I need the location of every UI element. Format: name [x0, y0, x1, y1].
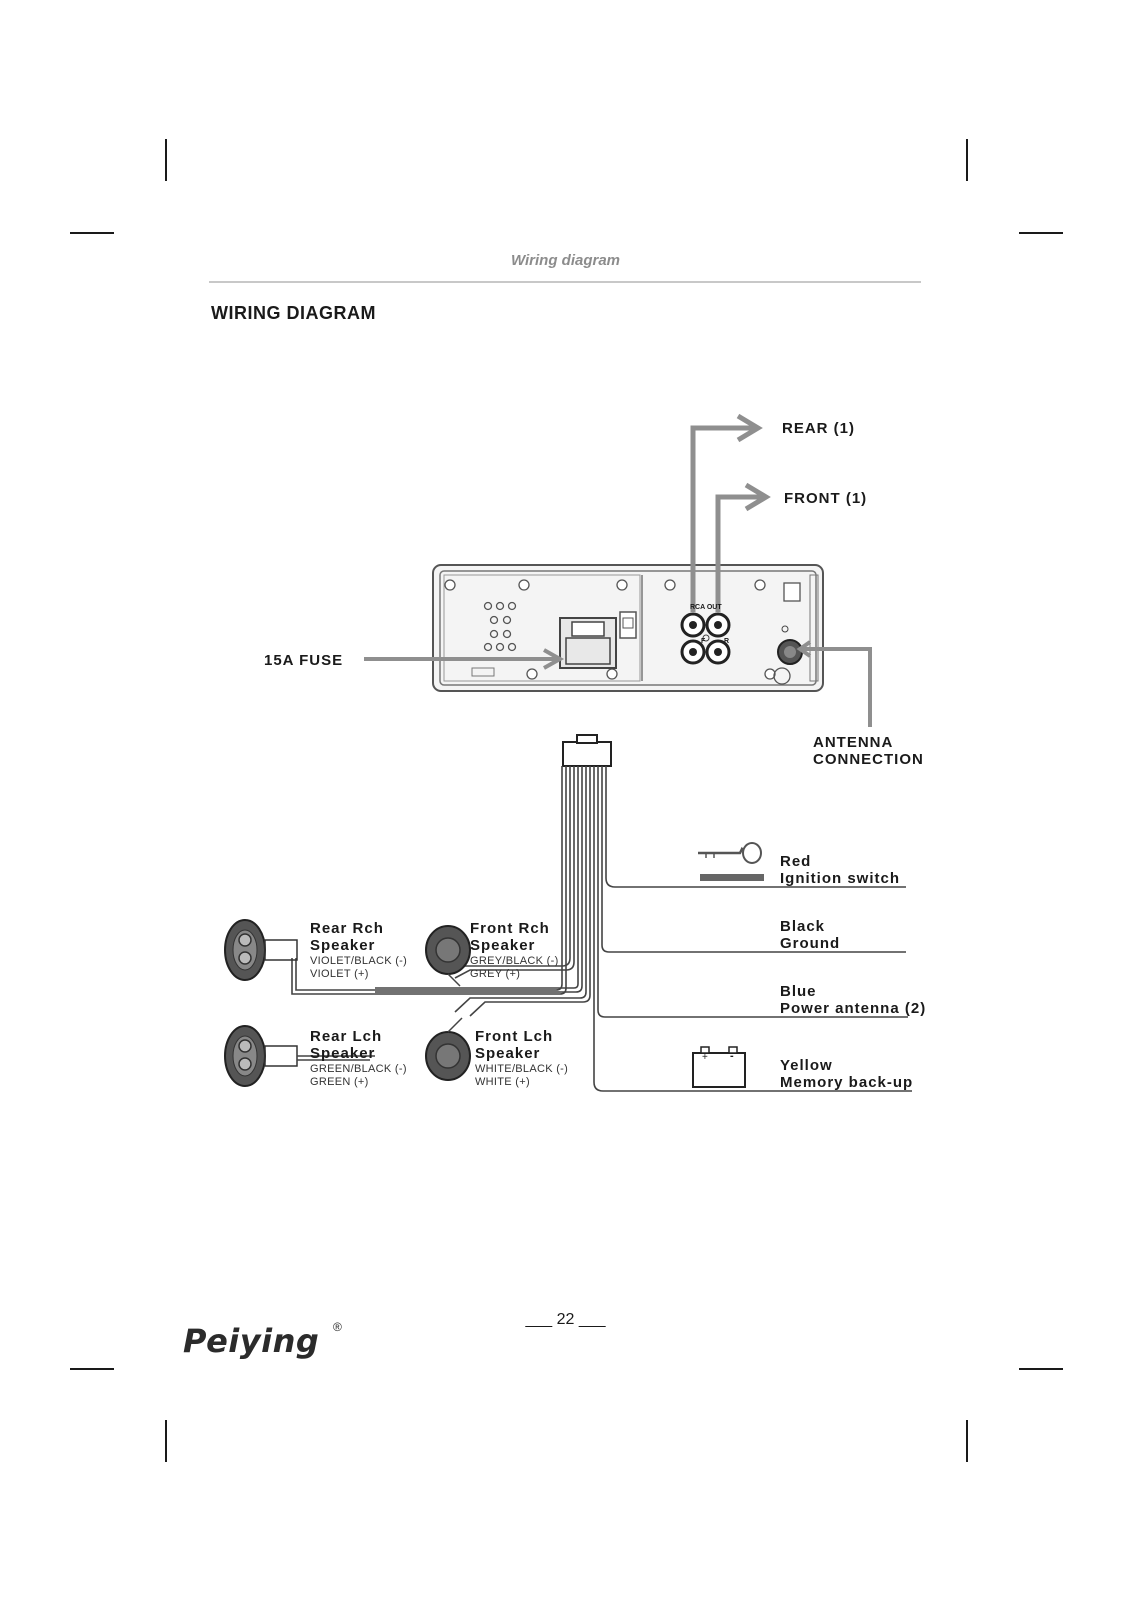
- front-rch-title-1: Front Rch: [470, 920, 550, 937]
- rear-out-label: REAR (1): [782, 420, 856, 437]
- rear-lch-title-2: Speaker: [310, 1045, 376, 1062]
- battery-icon: [692, 1046, 746, 1088]
- front-lch-neg: WHITE/BLACK (-): [475, 1063, 569, 1075]
- head-unit-back-panel: [432, 564, 824, 692]
- wire-red-function: Ignition switch: [780, 870, 900, 887]
- rca-front-label: F: [701, 638, 706, 645]
- crop-mark: [966, 1420, 968, 1462]
- ignition-key-icon: [698, 842, 764, 881]
- page-number: ___ 22 ___: [525, 1311, 606, 1328]
- antenna-label-line1: ANTENNA: [813, 734, 894, 751]
- front-lch-title-2: Speaker: [475, 1045, 541, 1062]
- rca-jacks: [680, 612, 731, 665]
- page-title: WIRING DIAGRAM: [211, 303, 376, 323]
- rear-rch-speaker-icon: [224, 919, 298, 981]
- rear-rch-title-2: Speaker: [310, 937, 376, 954]
- crop-mark: [165, 139, 167, 181]
- crop-mark: [1019, 1368, 1063, 1370]
- rear-lch-speaker-icon: [224, 1025, 375, 1087]
- crop-mark: [165, 1420, 167, 1462]
- wire-yellow-color: Yellow: [780, 1057, 833, 1074]
- rear-rch-title-1: Rear Rch: [310, 920, 384, 937]
- header-divider: [209, 281, 921, 283]
- front-out-label: FRONT (1): [784, 490, 868, 507]
- wire-blue-color: Blue: [780, 983, 817, 1000]
- rear-lch-pos: GREEN (+): [310, 1076, 369, 1088]
- wire-red-color: Red: [780, 853, 812, 870]
- crop-mark: [966, 139, 968, 181]
- wire-black-function: Ground: [780, 935, 841, 952]
- antenna-label-line2: CONNECTION: [813, 751, 924, 768]
- fuse-socket: [559, 617, 617, 669]
- iso-connector: [562, 734, 612, 767]
- fuse-arrow: [364, 648, 565, 670]
- fuse-label: 15A FUSE: [264, 652, 344, 669]
- wire-blue-function: Power antenna (2): [780, 1000, 927, 1017]
- front-lch-title-1: Front Lch: [475, 1028, 554, 1045]
- crop-mark: [70, 232, 114, 234]
- section-header: Wiring diagram: [510, 252, 621, 269]
- brand-logo: Peiying: [183, 1322, 320, 1360]
- front-rch-speaker-icon: [425, 925, 471, 987]
- rear-lch-neg: GREEN/BLACK (-): [310, 1063, 407, 1075]
- crop-mark: [70, 1368, 114, 1370]
- battery-plus: +: [702, 1052, 708, 1063]
- rear-rch-pos: VIOLET (+): [310, 968, 369, 980]
- registered-mark: ®: [333, 1320, 342, 1334]
- antenna-leader: [800, 647, 872, 727]
- front-rch-pos: GREY (+): [470, 968, 521, 980]
- rca-out-label: RCA OUT: [690, 604, 722, 611]
- rca-rear-label: R: [724, 638, 730, 645]
- rear-rch-neg: VIOLET/BLACK (-): [310, 955, 408, 967]
- front-lch-speaker-icon: [425, 1017, 471, 1081]
- wire-yellow-function: Memory back-up: [780, 1074, 914, 1091]
- crop-mark: [1019, 232, 1063, 234]
- front-rch-title-2: Speaker: [470, 937, 536, 954]
- wire-black-color: Black: [780, 918, 826, 935]
- battery-minus: -: [730, 1050, 734, 1062]
- wire-harness: [291, 766, 912, 1092]
- rear-lch-title-1: Rear Lch: [310, 1028, 383, 1045]
- front-lch-pos: WHITE (+): [475, 1076, 530, 1088]
- front-rch-neg: GREY/BLACK (-): [470, 955, 559, 967]
